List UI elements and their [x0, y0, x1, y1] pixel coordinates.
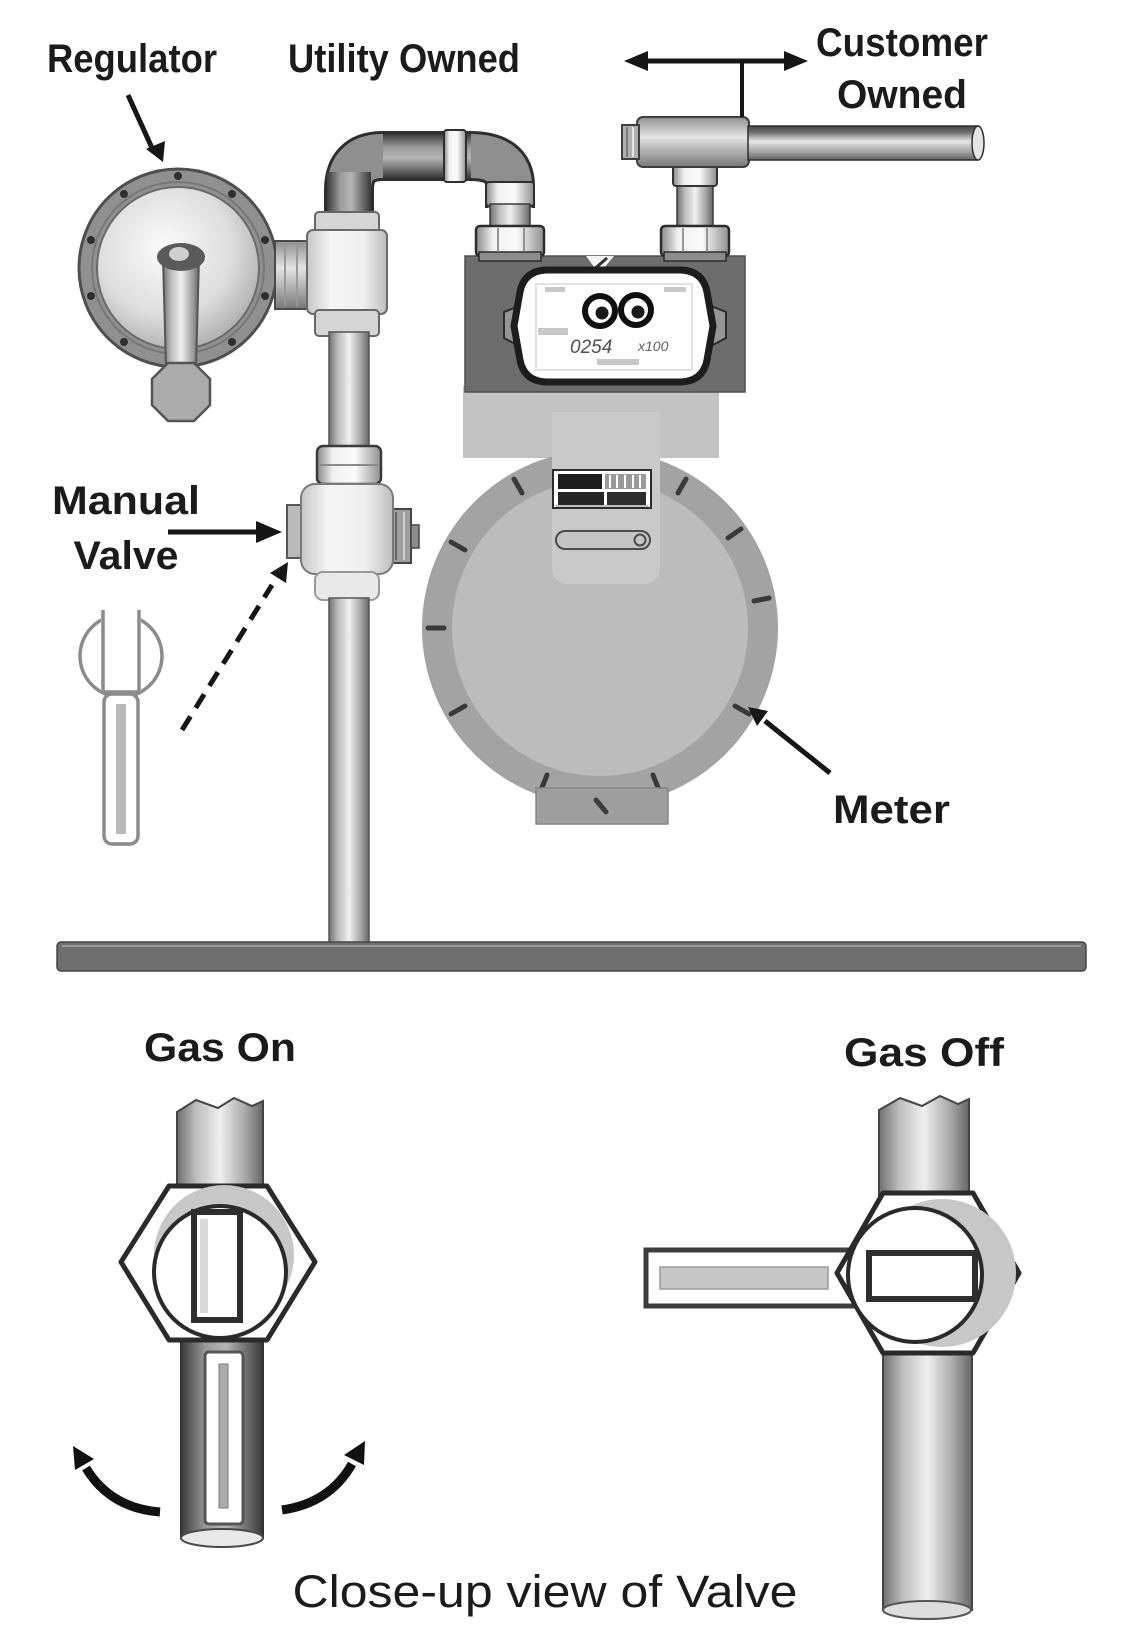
- gas-off-label: Gas Off: [844, 1031, 1005, 1075]
- customer-piping: [621, 116, 985, 235]
- regulator-vent-cap: [150, 361, 212, 423]
- valve-tang-closed: [866, 1250, 978, 1302]
- gas-on-valve-closeup: [73, 1096, 365, 1548]
- rotate-arrow-right: [281, 1461, 356, 1515]
- utility-owned-label: Utility Owned: [288, 37, 520, 81]
- closeup-caption: Close-up view of Valve: [293, 1566, 798, 1617]
- index-window: [510, 266, 717, 386]
- regulator-device: [77, 167, 279, 423]
- valve-body: [300, 483, 394, 575]
- pipe-union-ring: [443, 129, 467, 183]
- regulator-tee-fitting: [306, 211, 388, 337]
- customer-owned-label-line1: Customer: [816, 21, 988, 65]
- regulator-arrow: [125, 93, 155, 150]
- gas-meter: [422, 386, 778, 825]
- ground-line: [56, 941, 1087, 972]
- wrench-icon: [78, 600, 164, 846]
- index-fine-print: [538, 287, 686, 365]
- meter-swivel-nuts: [474, 224, 731, 262]
- annotation-arrows: [125, 51, 832, 775]
- gas-on-label: Gas On: [144, 1026, 296, 1070]
- meter-case-face: [452, 480, 748, 776]
- regulator-vent-tube: [161, 257, 201, 369]
- meter-index: 0254 x100: [464, 255, 746, 393]
- riser-pipe-lower: [328, 597, 370, 945]
- meter-label: Meter: [833, 788, 950, 832]
- odometer-multiplier: x100: [637, 338, 669, 354]
- customer-owned-label-line2: Owned: [837, 73, 967, 117]
- customer-tee-fitting: [636, 116, 750, 168]
- wrench-to-valve-arrow: [179, 583, 275, 732]
- riser-pipe-upper: [328, 331, 370, 453]
- diagram-text-labels: Regulator Utility Owned Customer Owned M…: [47, 21, 1005, 1617]
- elbow-collar: [485, 181, 535, 207]
- regulator-outlet-connector: [274, 240, 312, 310]
- rotate-arrow-left: [82, 1465, 161, 1517]
- meter-badge-plate: [552, 469, 652, 509]
- gas-off-valve-closeup: [643, 1094, 1022, 1620]
- manual-valve-label-line1: Manual: [52, 479, 200, 523]
- meter-seal-slot: [555, 530, 651, 550]
- odometer-reading: 0254: [570, 337, 612, 358]
- manual-valve-label-line2: Valve: [74, 534, 179, 578]
- meter-arrow: [763, 719, 832, 775]
- manual-shutoff-valve: [286, 444, 420, 601]
- customer-house-line: [747, 125, 979, 161]
- regulator-label: Regulator: [47, 37, 217, 81]
